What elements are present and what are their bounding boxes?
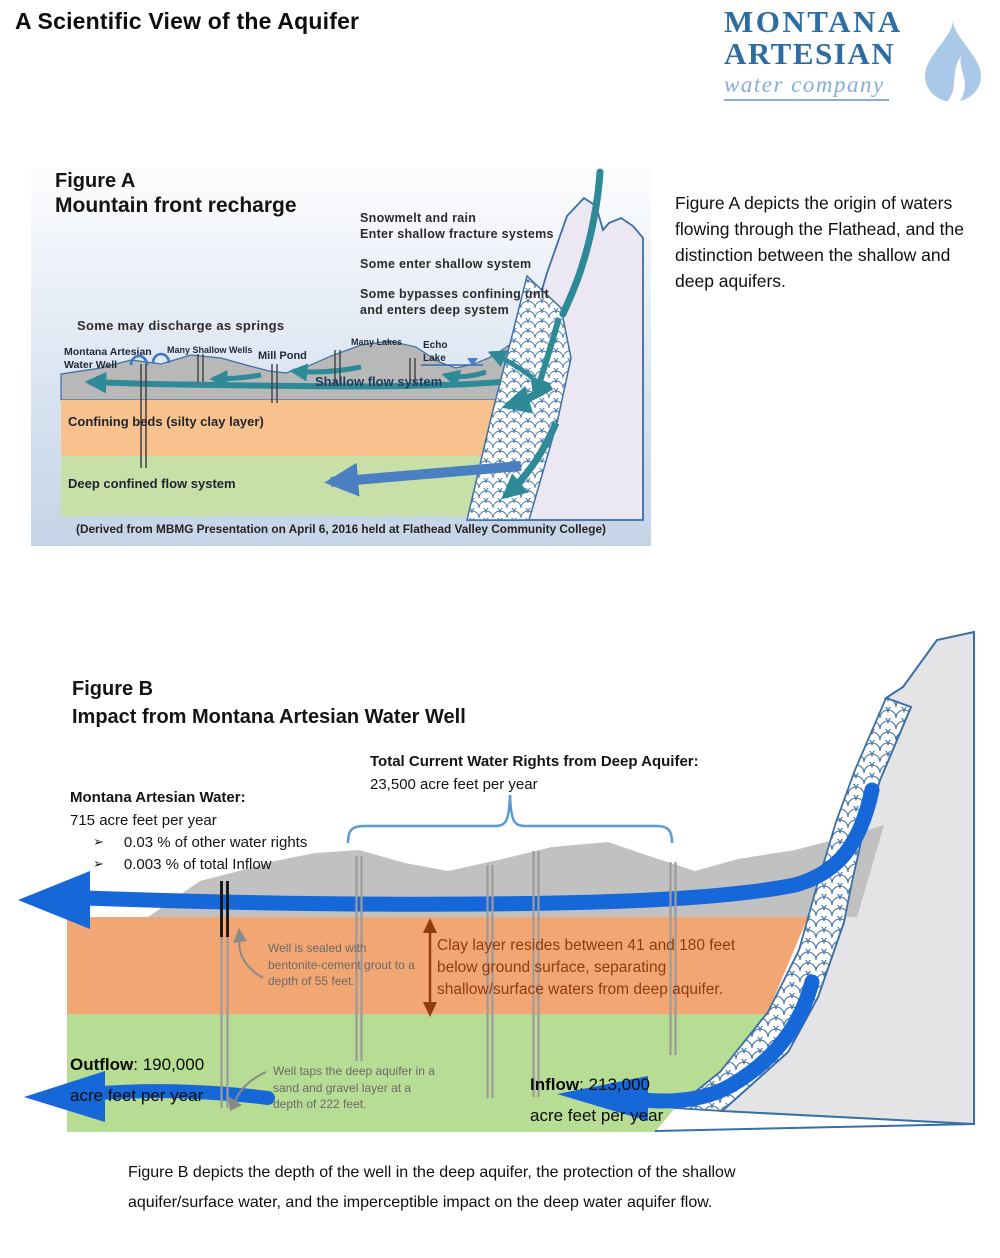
lake-dip-arrow [441, 369, 487, 388]
note-bypass-line2: and enters deep system [360, 303, 510, 317]
inflow-units: acre feet per year [530, 1106, 664, 1125]
water-rights-value: 23,500 acre feet per year [370, 776, 538, 793]
deep-flow-arrow [324, 461, 522, 497]
figure-a-diagram: Figure A Mountain front recharge Snowmel… [31, 168, 651, 546]
outflow-number: : 190,000 [133, 1055, 205, 1074]
well-taps-note: Well taps the deep aquifer in a sand and… [273, 1064, 435, 1111]
logo-montana-text: MONTANA [724, 4, 903, 39]
inflow-arrow [634, 974, 820, 1109]
mountain-base-arrow [501, 382, 554, 414]
clay-layer [67, 917, 808, 1014]
outflow-arrow [95, 1084, 275, 1105]
company-logo: MONTANA ARTESIAN water company [716, 2, 992, 104]
figure-a-description: Figure A depicts the origin of waters fl… [675, 193, 964, 291]
label-montana-artesian-well: Montana Artesian Water Well [64, 346, 152, 372]
maw-bullet-1: ➢ 0.03 % of other water rights [93, 834, 307, 851]
montana-artesian-well [140, 364, 147, 468]
water-drop-icon [925, 20, 981, 102]
label-confining-beds: Confining beds (silty clay layer) [68, 414, 264, 429]
maw-bullet-2-text: 0.003 % of total Inflow [123, 856, 272, 873]
inflow-label: Inflow [530, 1075, 580, 1094]
label-deep-confined: Deep confined flow system [68, 476, 236, 491]
logo-tagline-text: water company [724, 72, 889, 101]
outflow-arrowhead [24, 1071, 105, 1122]
label-many-lakes: Many Lakes [351, 337, 403, 347]
note-shallow: Some enter shallow system [360, 257, 532, 271]
label-many-shallow-wells: Many Shallow Wells [167, 345, 253, 355]
surface-flow-band [77, 782, 880, 912]
inflow-number: : 213,000 [579, 1075, 651, 1094]
diagram-base-line [654, 1123, 975, 1132]
snowmelt-stream [559, 168, 604, 318]
surface-flow-arrowhead [18, 871, 90, 929]
infiltration-arrow-shallow [530, 317, 562, 401]
note-snowmelt-line1: Snowmelt and rain [360, 211, 477, 225]
note-bypass: Some bypasses confining unit and enters … [360, 286, 549, 318]
echo-lake-arrow [487, 350, 535, 381]
figure-a-label: Figure A [55, 170, 136, 192]
page-title: A Scientific View of the Aquifer [15, 8, 360, 34]
seal-note-pointer [233, 928, 264, 979]
outflow-label: Outflow [70, 1055, 134, 1074]
label-echo-line1: Echo [423, 340, 448, 351]
maw-value: 715 acre feet per year [70, 812, 217, 829]
clay-layer-note: Clay layer resides between 41 and 180 fe… [437, 937, 736, 998]
spring-arc-1 [129, 354, 149, 366]
outflow-units: acre feet per year [70, 1086, 204, 1105]
clay-thickness-arrow [423, 918, 437, 1017]
fracture-zone-pattern [675, 698, 911, 1111]
maw-bullet-2: ➢ 0.003 % of total Inflow [93, 856, 272, 873]
figure-b-description: Figure B depicts the depth of the well i… [128, 1164, 736, 1211]
figure-a-graphic [60, 168, 644, 521]
note-snowmelt: Snowmelt and rain Enter shallow fracture… [360, 210, 554, 242]
figure-a-source-caption: (Derived from MBMG Presentation on April… [76, 522, 606, 536]
figure-b-title: Impact from Montana Artesian Water Well [72, 706, 466, 728]
taps-note-pointer [228, 1071, 267, 1111]
inflow-value: Inflow: 213,000 [530, 1075, 650, 1095]
confining-beds-layer [61, 400, 531, 456]
water-table-symbol [467, 358, 478, 366]
maw-bullet-1-text: 0.03 % of other water rights [123, 834, 308, 851]
well-sealed-note: Well is sealed with bentonite-cement gro… [268, 941, 415, 988]
inflow-arrowhead [557, 1076, 648, 1121]
water-rights-brace [346, 794, 674, 844]
note-bypass-line1: Some bypasses confining unit [360, 287, 549, 301]
figure-a-title: Mountain front recharge [55, 194, 297, 217]
arrow-bullet-icon: ➢ [93, 856, 104, 871]
other-wells [355, 851, 677, 1098]
label-echo-lake: Echo Lake [423, 340, 447, 365]
label-echo-line2: Lake [423, 352, 446, 364]
label-maw-line1: Montana Artesian [64, 346, 152, 358]
logo-artesian-text: ARTESIAN [724, 36, 896, 71]
infiltration-arrow-deep [501, 421, 560, 500]
note-snowmelt-line2: Enter shallow fracture systems [360, 227, 554, 241]
midvalley-arrow-2 [209, 369, 262, 388]
deep-flow-layer [61, 456, 505, 516]
maw-title: Montana Artesian Water: [70, 789, 246, 806]
figure-b-label: Figure B [72, 678, 154, 700]
label-maw-line2: Water Well [64, 359, 118, 371]
note-springs: Some may discharge as springs [77, 318, 285, 333]
arrow-bullet-icon: ➢ [93, 834, 104, 849]
midvalley-arrow-1 [289, 363, 362, 382]
water-rights-title: Total Current Water Rights from Deep Aqu… [370, 753, 699, 770]
shallow-wells [197, 350, 416, 403]
label-shallow-flow-system: Shallow flow system [315, 374, 443, 389]
montana-artesian-well-seal [220, 881, 229, 937]
spring-arc-2 [151, 352, 171, 364]
montana-artesian-well-casing [220, 937, 229, 1108]
outflow-value: Outflow: 190,000 [70, 1055, 204, 1075]
figure-b-graphic [18, 630, 975, 1132]
figure-b-diagram: Figure B Impact from Montana Artesian Wa… [0, 630, 1000, 1135]
label-mill-pond: Mill Pond [258, 350, 307, 362]
